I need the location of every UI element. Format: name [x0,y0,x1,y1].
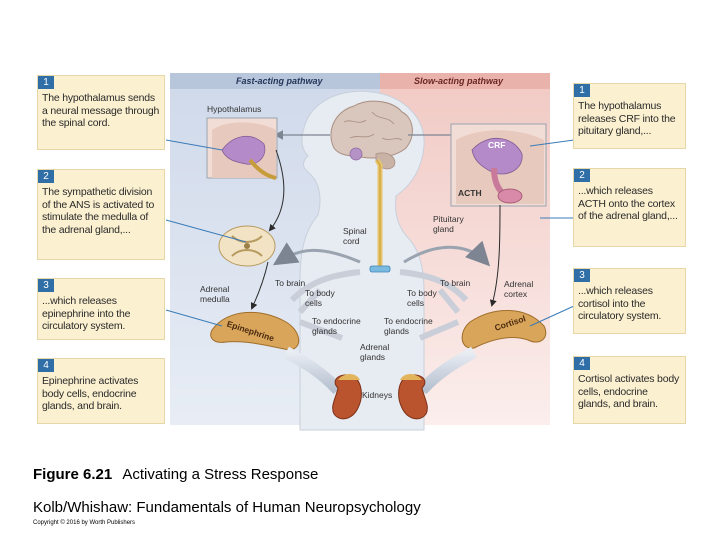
path-pituitary-to-cortex [489,204,501,307]
label-adrenal-cortex: Adrenal cortex [504,279,534,299]
path-hypo-to-cord [268,149,285,232]
copyright-notice: Copyright © 2016 by Worth Publishers [33,520,136,526]
left-step-3: 3 ...which releases epinephrine into the… [37,278,165,340]
slow-pathway-title: Slow-acting pathway [414,76,504,86]
left-step-4: 4 Epinephrine activates body cells, endo… [37,358,165,424]
step-number: 4 [574,357,590,370]
right-step-4: 4 Cortisol activates body cells, endocri… [573,356,686,424]
spinal-cord-edge [376,159,381,270]
book-title: Kolb/Whishaw: Fundamentals of Human Neur… [33,499,421,516]
step-number: 1 [38,76,54,89]
arrow-epi-body [297,287,323,315]
pointer-right-3 [529,305,575,327]
label-to-endocrine-left: To endocrine glands [312,316,361,336]
label-to-brain-right: To brain [440,278,471,288]
figure-title: Activating a Stress Response [122,466,319,483]
pointer-left-2 [165,219,247,243]
step-text: Cortisol activates body cells, endocrine… [578,373,680,410]
step-text: The hypothalamus sends a neural message … [42,92,160,129]
arrow-right-upper [403,240,491,267]
step-number: 2 [574,169,590,182]
pituitary-inset-right [450,123,547,207]
step-text: The hypothalamus releases CRF into the p… [578,100,676,137]
step-number: 1 [574,84,590,97]
arrow-epi-brain [289,269,361,303]
step-number: 3 [38,279,54,292]
arrow-to-spinal-section [272,242,361,266]
arrow-kidney-right [417,346,477,395]
step-text: ...which releases ACTH onto the cortex o… [578,185,678,222]
step-text: Epinephrine activates body cells, endocr… [42,375,139,412]
label-to-body-cells-right: To body cells [407,288,437,308]
step-number: 3 [574,269,590,282]
pointer-left-3 [165,309,223,327]
right-step-2: 2 ...which releases ACTH onto the cortex… [573,168,686,247]
arrow-cort-brain [399,269,469,303]
spinal-junction [369,265,391,273]
label-to-endocrine-right: To endocrine glands [384,316,433,336]
slow-header-bar [380,73,550,89]
label-crf: CRF [488,140,506,150]
pointer-right-1 [529,139,575,147]
path-cord-to-medulla [250,261,269,310]
step-text: ...which releases cortisol into the circ… [578,285,662,322]
cortisol-gland [461,310,547,349]
fast-pathway-title: Fast-acting pathway [236,76,323,86]
step-text: ...which releases epinephrine into the c… [42,295,131,332]
body-silhouette [299,90,425,431]
hypothalamus-inset-left [206,117,278,180]
kidneys-drawing [332,374,428,420]
label-to-brain-left: To brain [275,278,306,288]
left-step-1: 1 The hypothalamus sends a neural messag… [37,75,165,150]
fast-header-bar [170,73,382,89]
step-number: 4 [38,359,54,372]
right-step-1: 1 The hypothalamus releases CRF into the… [573,83,686,149]
spinal-cross-section [218,225,276,267]
arrow-epi-endocrine [298,319,344,341]
step-text: The sympathetic division of the ANS is a… [42,186,155,236]
arrow-cort-endocrine [418,319,460,341]
left-step-2: 2 The sympathetic division of the ANS is… [37,169,165,260]
pointer-left-1 [165,139,223,151]
label-to-body-cells-left: To body cells [305,288,335,308]
label-kidneys: Kidneys [362,390,393,400]
figure-number: Figure 6.21 [33,466,113,483]
label-acth: ACTH [458,188,482,198]
figure-caption: Figure 6.21 Activating a Stress Response [33,466,318,483]
label-adrenal-glands: Adrenal glands [360,342,390,362]
arrow-cort-body [437,288,461,314]
label-hypothalamus: Hypothalamus [207,104,262,114]
label-pituitary-gland: Pituitary gland [433,214,464,234]
arrow-kidney-left [283,346,343,395]
right-step-3: 3 ...which releases cortisol into the ci… [573,268,686,334]
label-adrenal-medulla: Adrenal medulla [200,284,230,304]
label-spinal-cord: Spinal cord [343,226,367,246]
step-number: 2 [38,170,54,183]
